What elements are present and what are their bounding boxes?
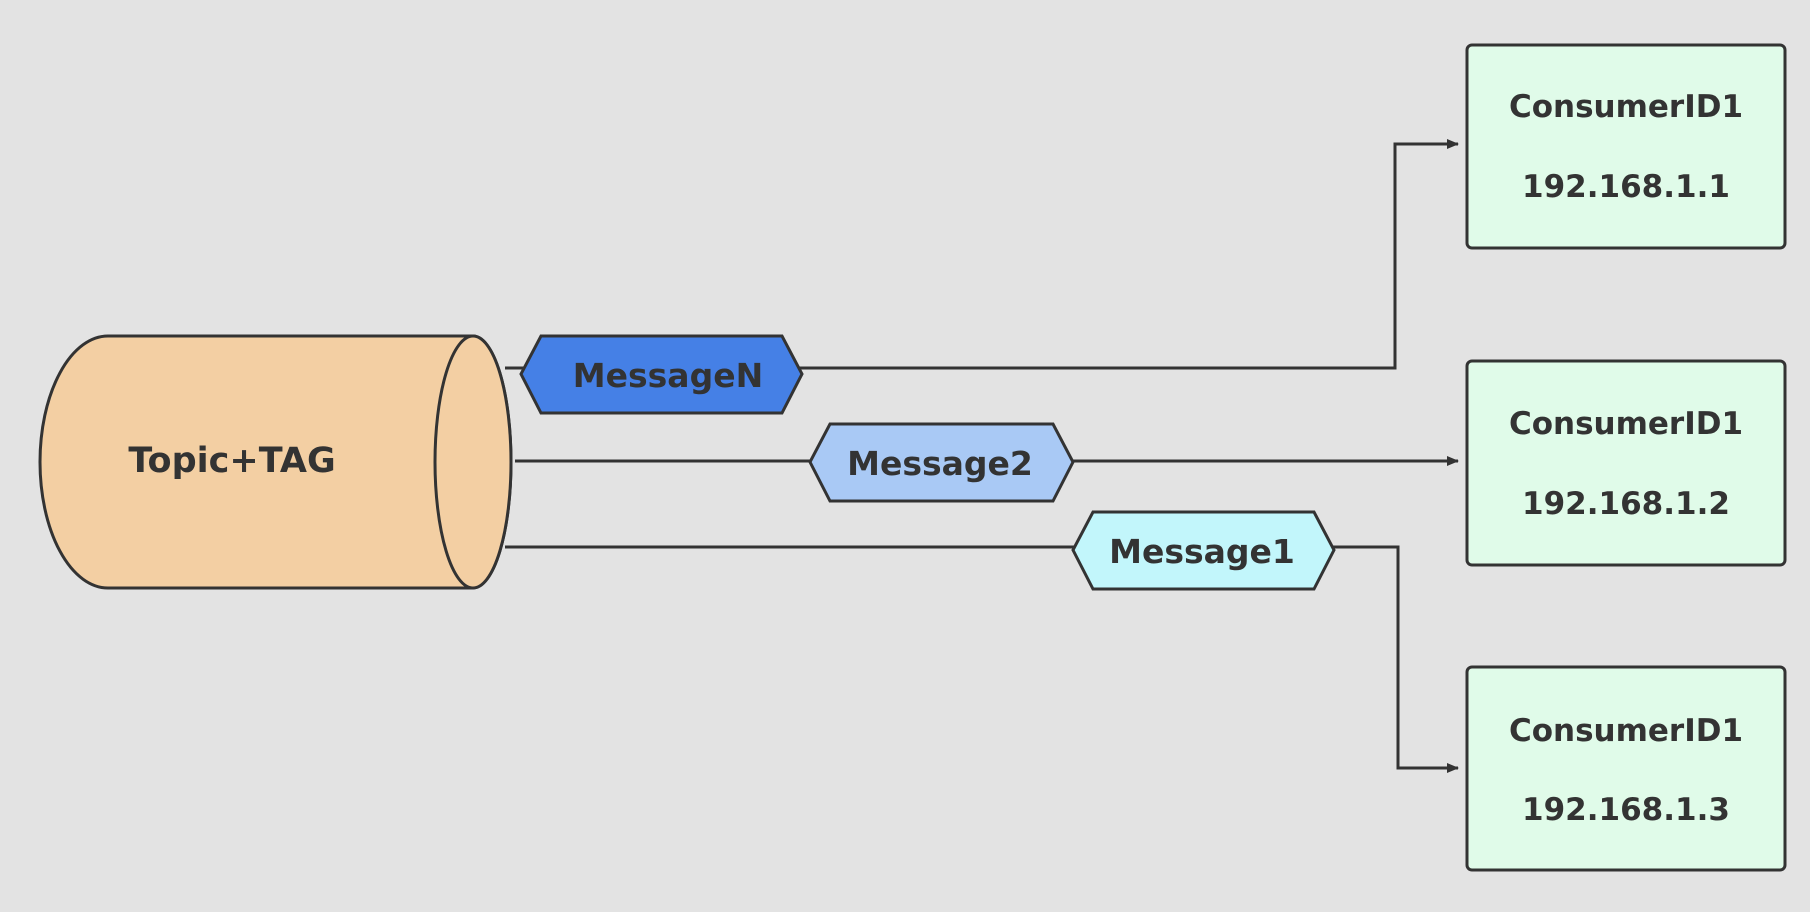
consumer-box-background [1465, 359, 1787, 567]
message-hexagon [1071, 510, 1336, 591]
consumer-ip: 192.168.1.1 [1522, 169, 1730, 205]
source-label: Topic+TAG [128, 441, 335, 481]
consumer-box-3: ConsumerID1 192.168.1.3 [1465, 665, 1787, 872]
message-label: MessageN [573, 356, 763, 395]
consumer-box-1: ConsumerID1 192.168.1.1 [1465, 43, 1787, 250]
topic-tag-cylinder: Topic+TAG [38, 334, 513, 590]
connector-message1-consumer3 [505, 545, 1459, 773]
consumer-id: ConsumerID1 [1509, 406, 1743, 442]
message-tag-messageN: MessageN [519, 334, 804, 415]
consumer-box-2: ConsumerID1 192.168.1.2 [1465, 359, 1787, 567]
consumer-id: ConsumerID1 [1509, 713, 1743, 749]
consumer-box-background [1465, 665, 1787, 872]
message-tag-message1: Message1 [1071, 510, 1336, 591]
connector-messageN-consumer1 [505, 139, 1459, 370]
message-hexagon [519, 334, 804, 415]
message-label: Message2 [847, 444, 1033, 483]
cylinder-end-cap [433, 334, 513, 590]
consumer-ip: 192.168.1.2 [1522, 486, 1730, 522]
message-hexagon [808, 422, 1075, 503]
message-label: Message1 [1109, 532, 1295, 571]
consumer-id: ConsumerID1 [1509, 89, 1743, 125]
message-tag-message2: Message2 [808, 422, 1075, 503]
consumer-ip: 192.168.1.3 [1522, 792, 1730, 828]
consumer-box-background [1465, 43, 1787, 250]
